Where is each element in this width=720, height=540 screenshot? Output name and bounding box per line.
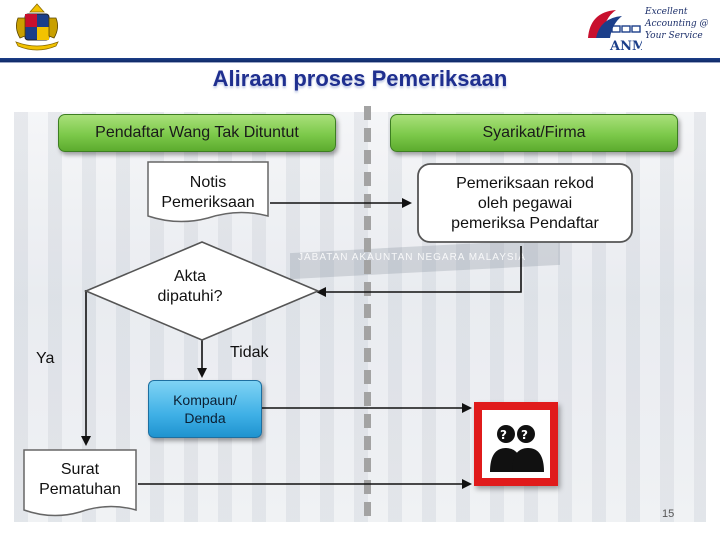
background-sign-text: JABATAN AKAUNTAN NEGARA MALAYSIA <box>298 252 526 263</box>
node-decision-diamond <box>83 241 321 341</box>
node-notis-pemeriksaan: Notis Pemeriksaan <box>146 160 270 226</box>
arrow-pemeriksaan-to-decision <box>316 246 522 297</box>
label-tidak: Tidak <box>230 344 269 361</box>
page-number: 15 <box>662 508 675 520</box>
column-header-syarikat-label: Syarikat/Firma <box>482 124 586 141</box>
header-rule-thin <box>0 62 720 63</box>
svg-text:?: ? <box>521 428 528 442</box>
anm-logo-text: ANM <box>609 39 642 54</box>
pemeriksaan-line-1: Pemeriksaan rekod <box>456 175 594 192</box>
kompaun-line-1: Kompaun/ <box>173 392 237 408</box>
header-rule <box>0 58 720 62</box>
column-header-syarikat: Syarikat/Firma <box>390 114 678 152</box>
pemeriksaan-line-2: oleh pegawai <box>477 195 573 212</box>
node-pemeriksaan-rekod: Pemeriksaan rekod oleh pegawai pemeriksa… <box>416 162 634 246</box>
tagline-line-1: Excellent <box>645 7 688 17</box>
notis-line-1: Notis <box>189 174 227 191</box>
tagline: Excellent Accounting @ Your Service <box>645 6 720 42</box>
tagline-line-3: Your Service <box>645 31 703 41</box>
suspects-icon: ? ? <box>474 402 558 486</box>
label-ya: Ya <box>36 350 55 367</box>
decision-text: Akta dipatuhi? <box>130 267 250 307</box>
tagline-line-2: Accounting @ <box>645 19 709 29</box>
anm-logo: ANM <box>582 4 646 54</box>
column-header-pendaftar-label: Pendaftar Wang Tak Dituntut <box>95 124 299 141</box>
node-surat-pematuhan: Surat Pematuhan <box>22 448 138 520</box>
decision-line-1: Akta <box>173 268 206 285</box>
column-header-pendaftar: Pendaftar Wang Tak Dituntut <box>58 114 336 152</box>
svg-text:?: ? <box>500 428 507 442</box>
coat-of-arms-icon <box>8 2 66 54</box>
decision-line-2: dipatuhi? <box>157 288 223 305</box>
column-divider <box>364 106 371 524</box>
notis-line-2: Pemeriksaan <box>161 194 255 211</box>
node-kompaun-denda: Kompaun/ Denda <box>148 380 262 438</box>
page-title: Aliraan proses Pemeriksaan <box>212 66 508 91</box>
pemeriksaan-line-3: pemeriksa Pendaftar <box>451 215 599 232</box>
kompaun-line-2: Denda <box>184 410 226 426</box>
surat-line-2: Pematuhan <box>39 481 121 498</box>
surat-line-1: Surat <box>60 461 100 478</box>
